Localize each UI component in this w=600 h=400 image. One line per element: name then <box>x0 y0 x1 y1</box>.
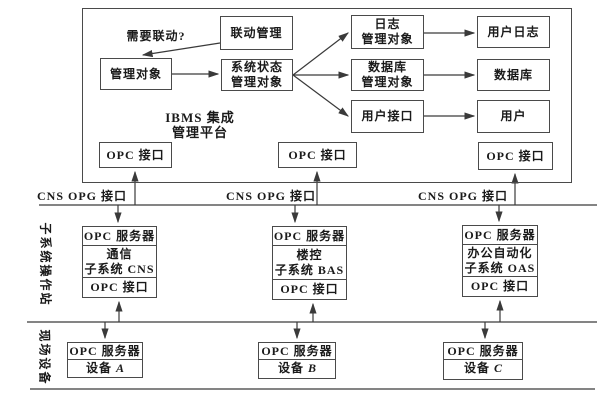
box-label: 日志 管理对象 <box>361 17 414 46</box>
subsystem-name: 办公自动化 子系统 OAS <box>463 245 537 277</box>
subsystem-stack-cns: OPC 服务器 通信 子系统 CNS OPC 接口 <box>82 226 157 298</box>
arrow-sys-status-to-log-obj <box>292 32 349 76</box>
device-opc-server: OPC 服务器 <box>259 343 335 360</box>
subsystem-opc-server: OPC 服务器 <box>83 227 156 246</box>
device-code: C <box>494 361 503 375</box>
subsystem-opc-interface: OPC 接口 <box>470 279 530 293</box>
subsystem-name: 楼控 子系统 BAS <box>273 246 346 280</box>
box-system-status-management-object: 系统状态 管理对象 <box>221 59 293 91</box>
box-linkage-management: 联动管理 <box>220 16 293 50</box>
device-stack-b: OPC 服务器 设备 B <box>258 342 336 379</box>
box-management-object: 管理对象 <box>100 58 172 90</box>
box-label: 数据库 <box>493 67 533 82</box>
subsystem-name: 通信 子系统 CNS <box>83 246 156 278</box>
section-label-subsystem-station: 子系统操作站 <box>38 222 53 307</box>
device-code: A <box>116 361 125 375</box>
device-name: 设备 A <box>68 360 142 377</box>
bus-label-3: CNS OPG 接口 <box>417 189 508 203</box>
box-database-management-object: 数据库 管理对象 <box>351 59 424 91</box>
device-name: 设备 C <box>444 360 522 377</box>
device-opc-server: OPC 服务器 <box>444 343 522 360</box>
box-log-management-object: 日志 管理对象 <box>351 15 424 49</box>
box-label: 用户接口 <box>361 109 414 123</box>
platform-title: IBMS 集成 管理平台 <box>165 110 235 140</box>
box-user: 用户 <box>477 100 550 133</box>
box-label: OPC 接口 <box>288 147 347 162</box>
box-opc-interface-1: OPC 接口 <box>99 142 172 168</box>
device-label: 设备 <box>85 361 112 375</box>
box-label: OPC 接口 <box>106 147 165 162</box>
box-label: 系统状态 管理对象 <box>230 60 283 89</box>
need-linkage-question: 需要联动? <box>126 29 186 43</box>
box-label: 用户日志 <box>487 24 540 39</box>
box-label: 用户 <box>500 109 527 123</box>
subsystem-opc-server: OPC 服务器 <box>463 226 537 245</box>
arrow-sys-status-to-user-if <box>292 74 349 117</box>
device-stack-c: OPC 服务器 设备 C <box>443 342 523 380</box>
device-name: 设备 B <box>259 360 335 377</box>
device-label: 设备 <box>277 361 304 375</box>
subsystem-opc-interface: OPC 接口 <box>90 280 149 294</box>
section-label-field-devices: 现场设备 <box>37 329 52 386</box>
box-opc-interface-2: OPC 接口 <box>278 142 357 168</box>
box-opc-interface-3: OPC 接口 <box>478 142 553 170</box>
ibms-platform-frame <box>82 8 572 183</box>
subsystem-opc-interface: OPC 接口 <box>280 282 339 296</box>
arrow-linkage-to-manage-obj <box>141 42 221 58</box>
device-label: 设备 <box>463 361 490 375</box>
bus-label-2: CNS OPG 接口 <box>225 189 316 203</box>
subsystem-opc-server: OPC 服务器 <box>273 227 346 246</box>
box-label: 联动管理 <box>230 25 283 40</box>
box-label: OPC 接口 <box>486 148 545 163</box>
box-user-log: 用户日志 <box>477 16 550 48</box>
box-database: 数据库 <box>477 59 550 91</box>
device-code: B <box>308 361 317 375</box>
device-opc-server: OPC 服务器 <box>68 343 142 360</box>
box-user-interface: 用户接口 <box>351 100 424 133</box>
box-label: 数据库 管理对象 <box>361 60 414 89</box>
device-stack-a: OPC 服务器 设备 A <box>67 342 143 378</box>
bus-label-1: CNS OPG 接口 <box>36 189 127 203</box>
box-label: 管理对象 <box>109 66 162 81</box>
subsystem-stack-bas: OPC 服务器 楼控 子系统 BAS OPC 接口 <box>272 226 347 300</box>
subsystem-stack-oas: OPC 服务器 办公自动化 子系统 OAS OPC 接口 <box>462 225 538 297</box>
